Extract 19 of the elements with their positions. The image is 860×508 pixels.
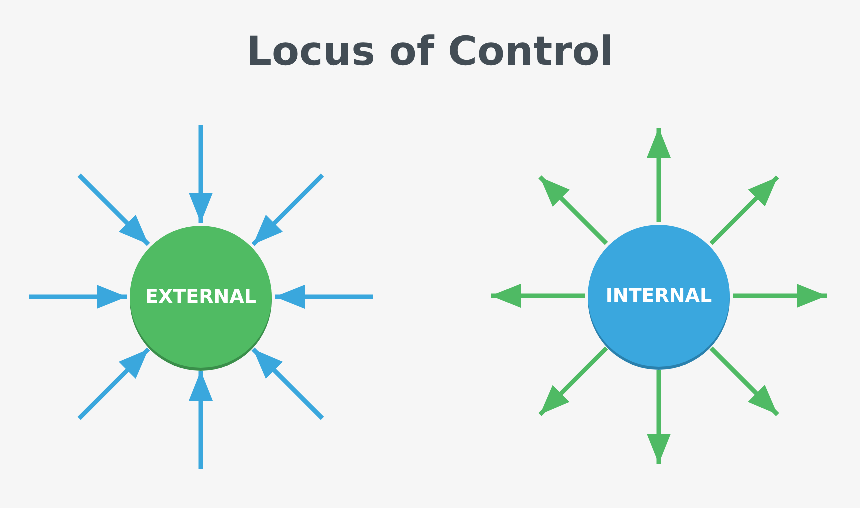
arrow [275,285,373,309]
arrow [647,370,671,464]
arrow [733,284,827,308]
circle-label: EXTERNAL [146,286,256,308]
arrow [538,176,608,246]
arrow [78,174,150,246]
arrow [189,371,213,469]
arrow [29,285,127,309]
arrow [710,176,780,246]
arrow [252,174,324,246]
arrow [491,284,585,308]
arrow [647,128,671,222]
title: Locus of Control [246,28,614,76]
circle-label: INTERNAL [606,285,712,307]
arrow [538,346,608,416]
arrow [189,125,213,223]
arrow [710,346,780,416]
arrow [252,348,324,420]
arrow [78,348,150,420]
